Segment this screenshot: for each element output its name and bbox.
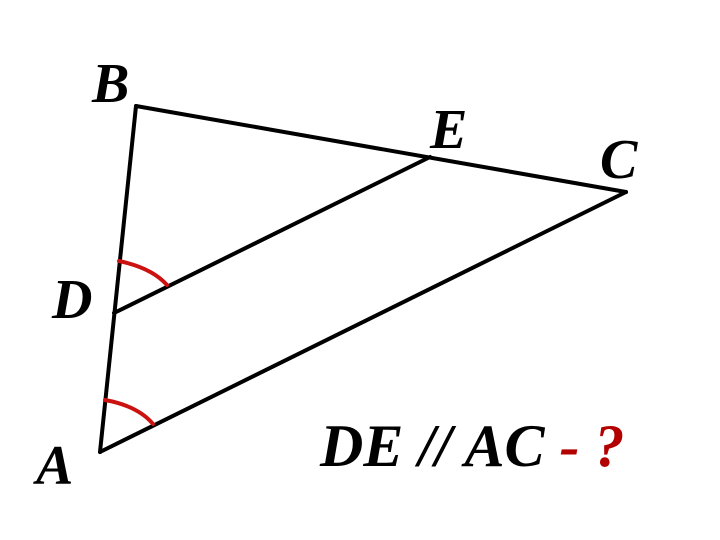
vertex-label-d: D — [51, 269, 92, 331]
question-dash: - — [545, 413, 595, 479]
question-mark: ? — [595, 413, 625, 479]
angle-arc-d — [117, 259, 169, 287]
angle-arc-a — [103, 398, 155, 426]
question-statement: DE // AC — [319, 413, 545, 479]
side-ac — [98, 190, 628, 454]
vertex-label-c: C — [600, 129, 638, 191]
vertex-label-e: E — [429, 99, 467, 161]
side-ab — [98, 104, 138, 454]
side-bc — [134, 104, 628, 194]
question-text: DE // AC - ? — [319, 413, 625, 479]
vertex-label-b: B — [91, 53, 129, 115]
segment-de — [112, 155, 432, 315]
vertex-label-a: A — [33, 435, 73, 497]
